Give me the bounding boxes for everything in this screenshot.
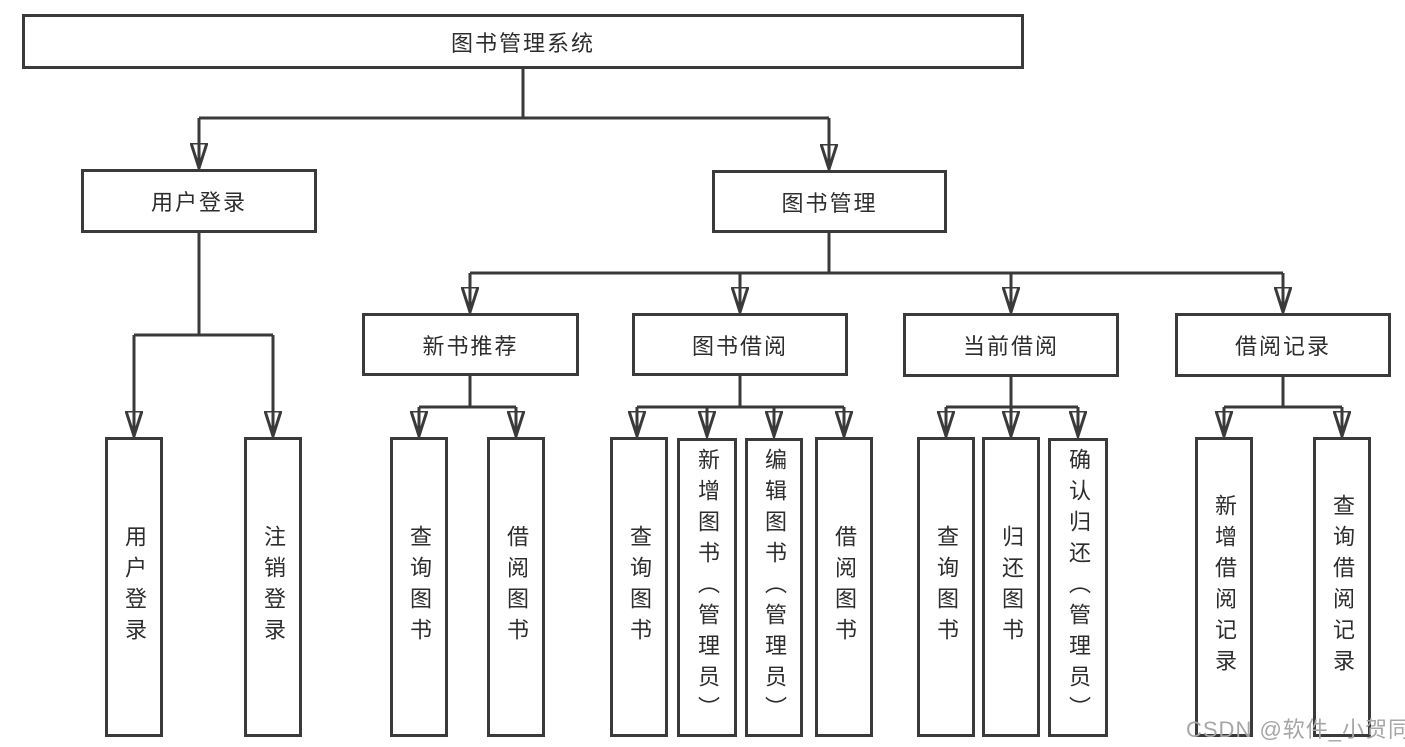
node-book-borrow: 图书借阅 <box>632 313 848 376</box>
node-user-login: 用户登录 <box>105 437 163 737</box>
node-book-management: 图书管理 <box>712 170 947 233</box>
node-logout: 注销登录 <box>244 437 302 737</box>
node-new-book-recommend: 新书推荐 <box>362 313 579 376</box>
node-user-login-group: 用户登录 <box>81 169 317 233</box>
node-current-borrow: 当前借阅 <box>903 313 1119 377</box>
node-bb-query-book: 查询图书 <box>610 437 668 737</box>
node-nb-borrow-book: 借阅图书 <box>487 437 545 737</box>
node-bb-add-book: 新增图书（管理员） <box>677 438 737 737</box>
node-system-root: 图书管理系统 <box>22 14 1024 69</box>
node-bb-edit-book: 编辑图书（管理员） <box>745 438 803 737</box>
node-cb-confirm-return: 确认归还（管理员） <box>1048 438 1108 737</box>
node-br-query-record: 查询借阅记录 <box>1313 437 1371 737</box>
node-bb-borrow-book: 借阅图书 <box>815 437 873 737</box>
node-br-add-record: 新增借阅记录 <box>1195 437 1253 737</box>
node-borrow-records: 借阅记录 <box>1175 313 1391 377</box>
csdn-watermark: CSDN @软件_小贺同学 <box>1186 717 1405 742</box>
node-cb-query-book: 查询图书 <box>917 437 975 737</box>
node-cb-return-book: 归还图书 <box>982 437 1040 737</box>
node-nb-query-book: 查询图书 <box>390 437 448 737</box>
